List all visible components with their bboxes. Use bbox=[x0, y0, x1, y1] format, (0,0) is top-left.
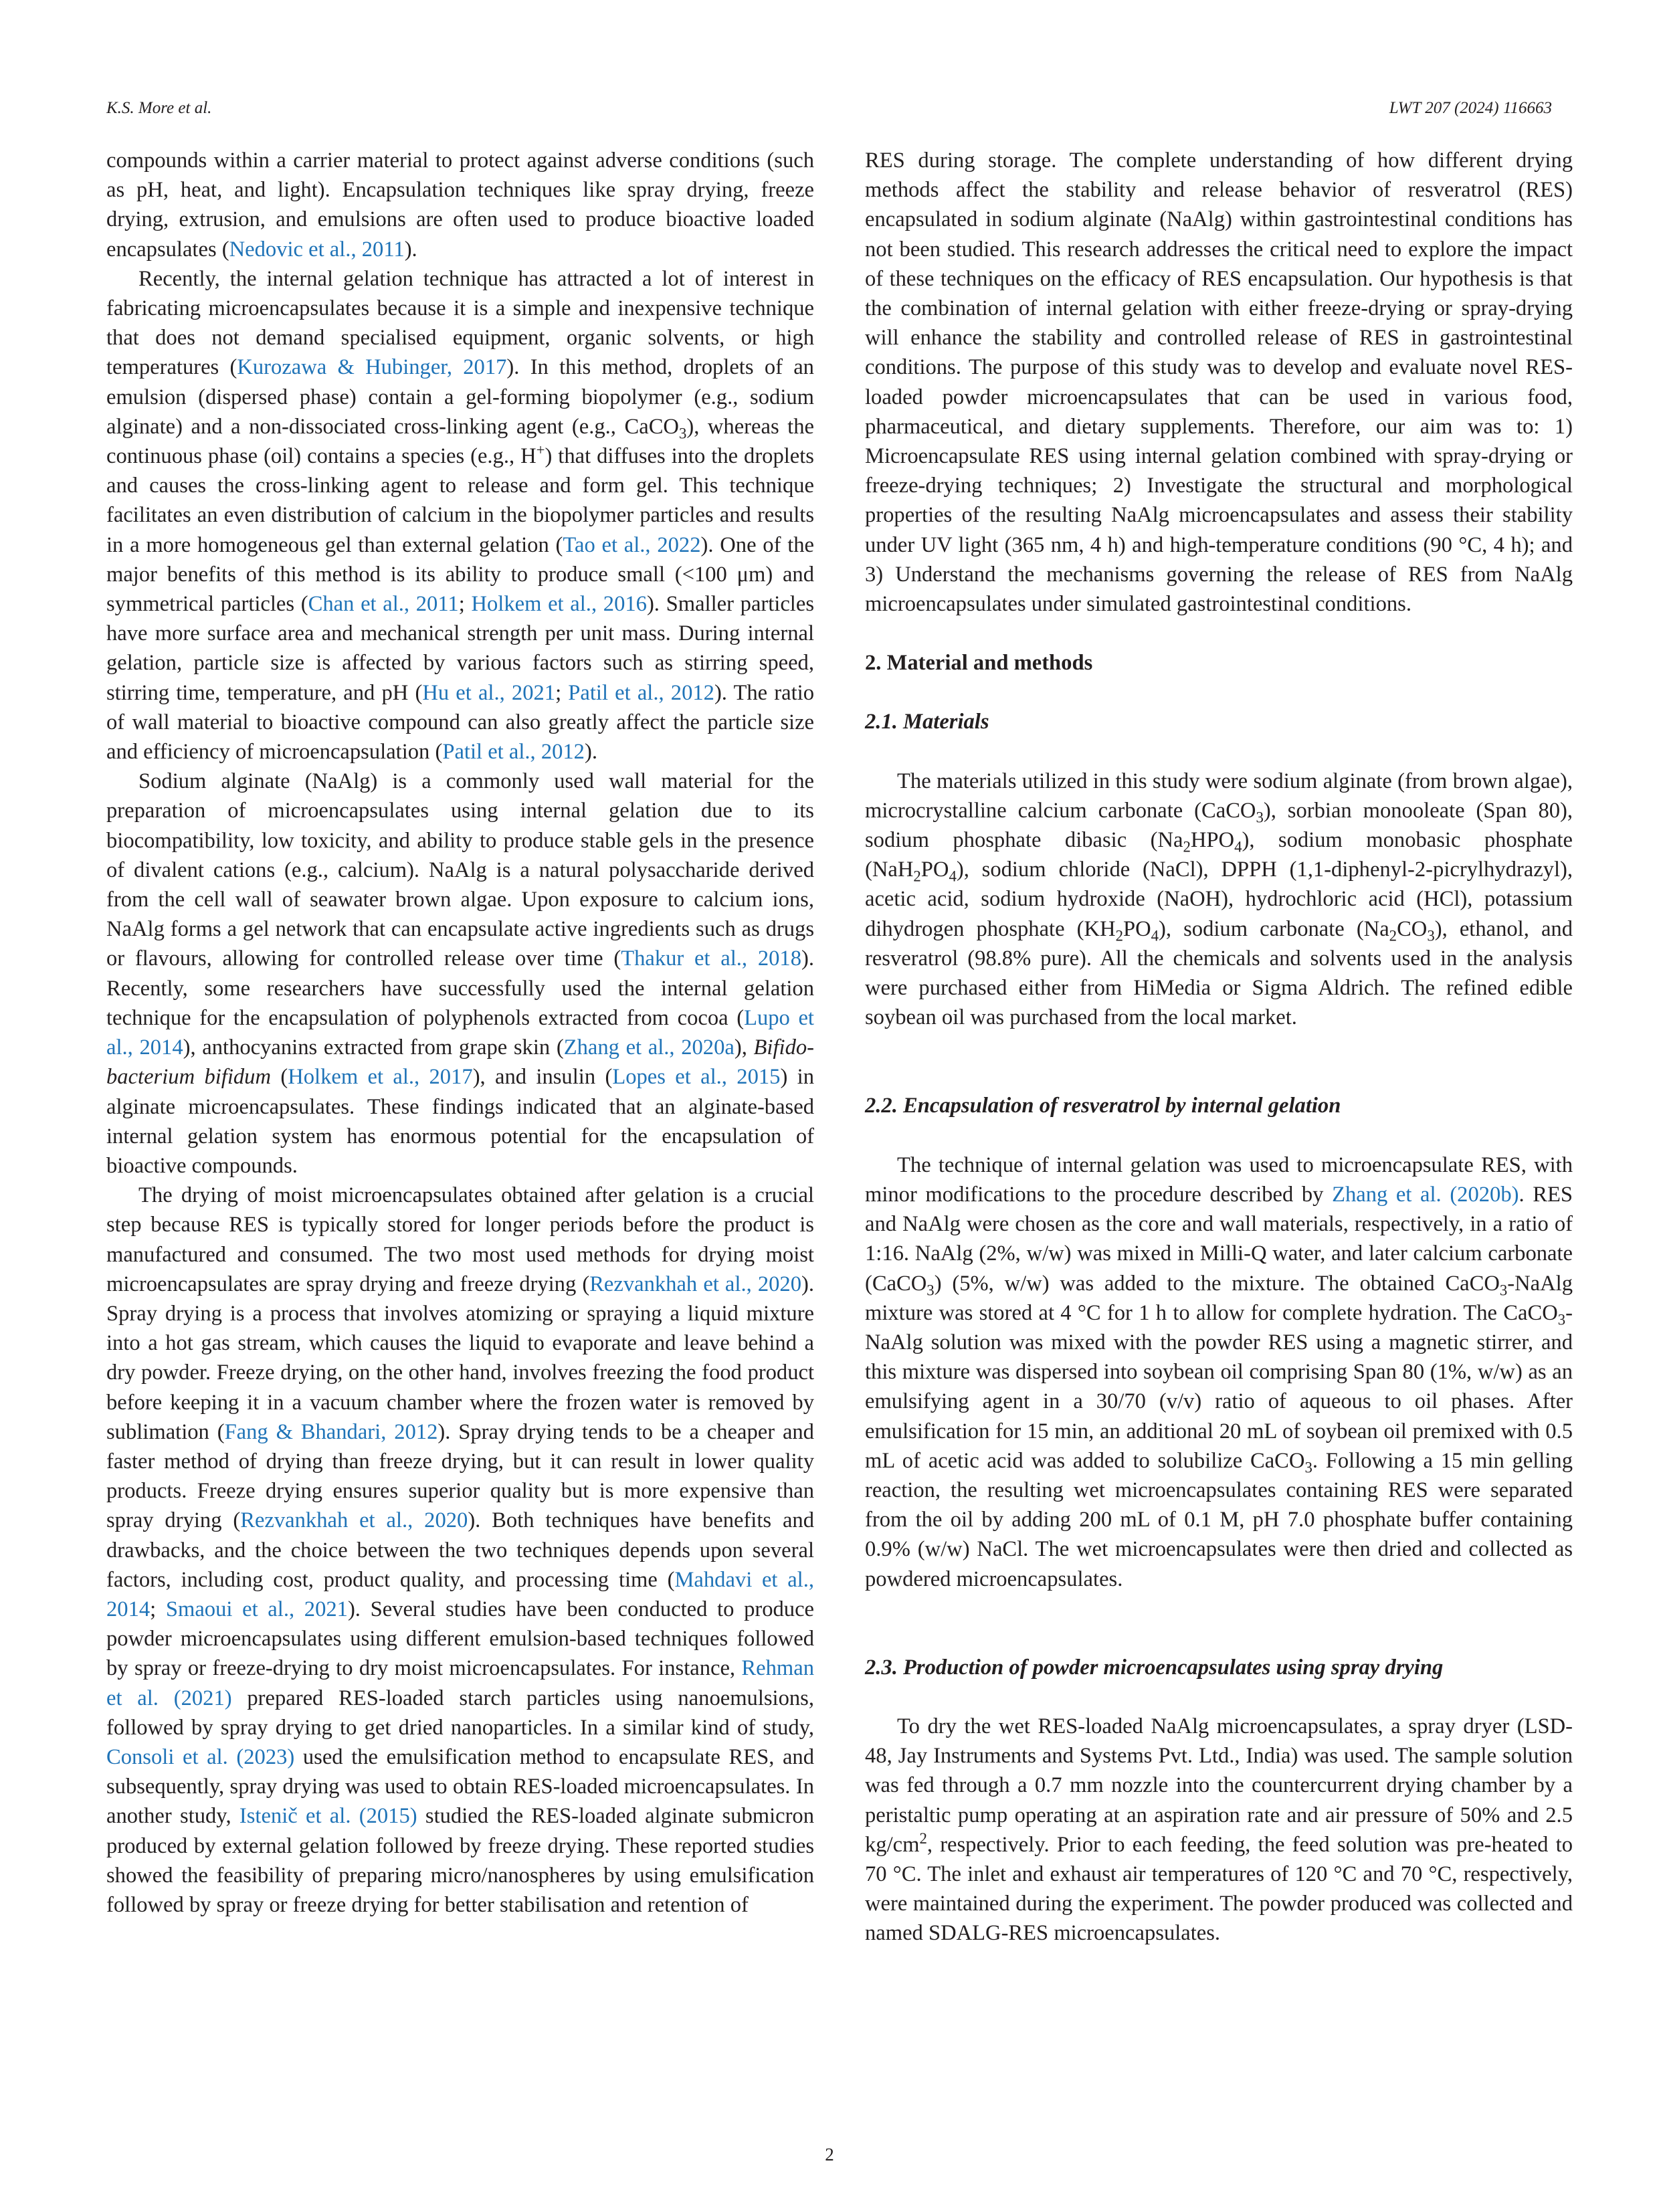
page-number: 2 bbox=[825, 2144, 834, 2165]
subsection-heading: 2.1. Materials bbox=[865, 710, 989, 734]
citation-link[interactable]: Holkem et al., 2016 bbox=[471, 592, 647, 617]
paragraph: compounds within a carrier material to p… bbox=[106, 148, 814, 262]
citation-link[interactable]: Mahdavi et al., 2014 bbox=[106, 1567, 815, 1621]
paragraph: To dry the wet RES-loaded NaAlg microenc… bbox=[865, 1714, 1573, 1946]
citation-link[interactable]: Holkem et al., 2017 bbox=[288, 1065, 473, 1090]
paragraph: Recently, the internal gelation techniqu… bbox=[106, 266, 814, 765]
paragraph: Sodium alginate (NaAlg) is a commonly us… bbox=[106, 769, 815, 1178]
citation-link[interactable]: Zhang et al. (2020b) bbox=[1332, 1182, 1519, 1207]
paragraph: The materials utilized in this study wer… bbox=[865, 769, 1573, 1030]
citation-link[interactable]: Hu et al., 2021 bbox=[422, 680, 556, 705]
citation-link[interactable]: Patil et al., 2012 bbox=[568, 680, 714, 705]
citation-link[interactable]: Tao et al., 2022 bbox=[563, 532, 701, 557]
citation-link[interactable]: Chan et al., 2011 bbox=[308, 592, 459, 617]
citation-link[interactable]: Consoli et al. (2023) bbox=[106, 1744, 295, 1769]
citation-link[interactable]: Lopes et al., 2015 bbox=[612, 1065, 781, 1090]
citation-link[interactable]: Patil et al., 2012 bbox=[442, 740, 585, 765]
citation-link[interactable]: Thakur et al., 2018 bbox=[621, 946, 801, 971]
left-column: compounds within a carrier material to p… bbox=[106, 146, 814, 1920]
citation-link[interactable]: Kurozawa & Hubinger, 2017 bbox=[237, 355, 507, 380]
citation-link[interactable]: Istenič et al. (2015) bbox=[239, 1804, 417, 1829]
citation-link[interactable]: Nedovic et al., 2011 bbox=[229, 237, 405, 262]
citation-link[interactable]: Fang & Bhandari, 2012 bbox=[224, 1419, 438, 1444]
right-column: RES during storage. The complete underst… bbox=[865, 146, 1573, 1948]
running-header-authors: K.S. More et al. bbox=[106, 99, 212, 117]
running-header-journal: LWT 207 (2024) 116663 bbox=[1389, 99, 1552, 117]
citation-link[interactable]: Zhang et al., 2020a bbox=[563, 1035, 735, 1060]
paragraph: RES during storage. The complete underst… bbox=[865, 148, 1573, 617]
citation-link[interactable]: Rezvankhah et al., 2020 bbox=[240, 1508, 468, 1533]
citation-link[interactable]: Smaoui et al., 2021 bbox=[165, 1597, 348, 1621]
subsection-heading: 2.2. Encapsulation of resveratrol by int… bbox=[865, 1094, 1341, 1118]
subsection-heading: 2.3. Production of powder microencapsula… bbox=[865, 1655, 1444, 1680]
species-name: Bifido­bacterium bifidum bbox=[106, 1035, 815, 1090]
paragraph: The drying of moist microencapsulates ob… bbox=[106, 1183, 815, 1917]
citation-link[interactable]: Rehman et al. (2021) bbox=[106, 1656, 814, 1710]
paragraph: The technique of internal gelation was u… bbox=[865, 1152, 1573, 1591]
section-heading: 2. Material and methods bbox=[865, 651, 1093, 676]
citation-link[interactable]: Lupo et al., 2014 bbox=[106, 1005, 814, 1060]
citation-link[interactable]: Rezvankhah et al., 2020 bbox=[589, 1272, 801, 1296]
